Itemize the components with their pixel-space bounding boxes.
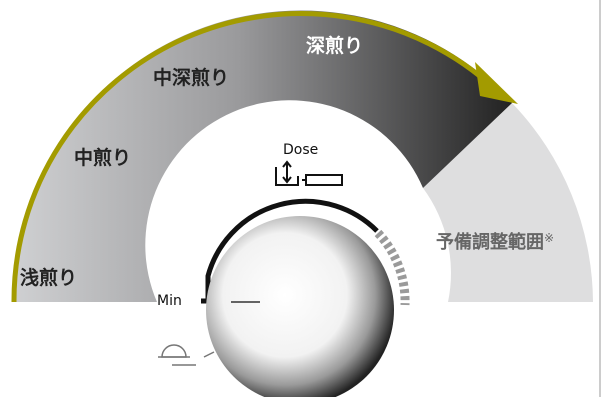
arrow-head-icon (475, 62, 518, 104)
min-label: Min (157, 293, 182, 309)
label-medium-dark-roast: 中深煎り (153, 66, 229, 89)
portafilter-icon (302, 174, 343, 186)
bean-level-icon (158, 344, 215, 366)
roast-gradient-band (13, 10, 512, 303)
label-reserve-range: 予備調整範囲※ (436, 231, 554, 253)
reserve-range-band (423, 103, 593, 302)
dial-arc (201, 198, 379, 304)
label-dark-roast: 深煎り (306, 34, 363, 57)
label-light-roast: 浅煎り (20, 266, 77, 289)
dose-label: Dose (283, 142, 318, 158)
dial-dash-segment (374, 229, 410, 306)
roast-range-arc (11, 11, 498, 303)
dose-arrow-icon (275, 160, 299, 186)
grind-knob[interactable] (206, 216, 394, 397)
label-medium-roast: 中煎り (74, 146, 131, 169)
